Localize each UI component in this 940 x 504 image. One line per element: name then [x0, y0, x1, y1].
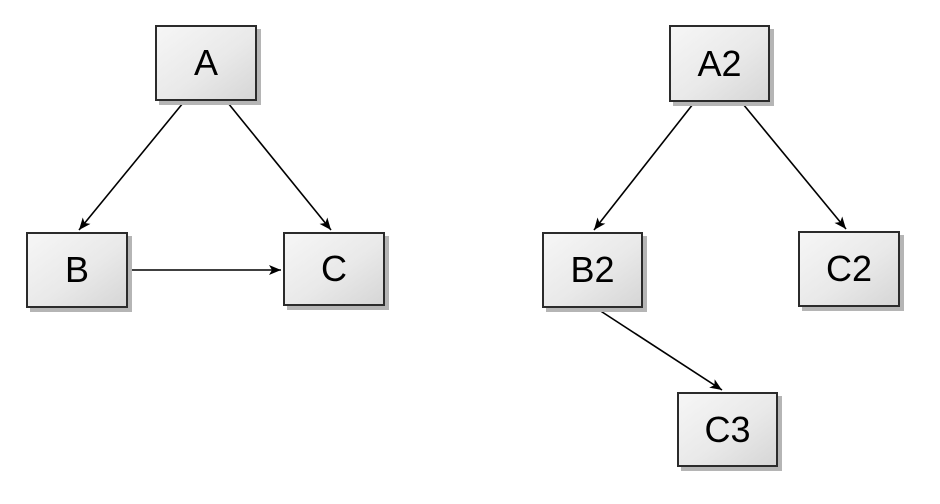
node-A2[interactable]: A2	[669, 25, 770, 102]
node-C2[interactable]: C2	[798, 231, 900, 307]
node-label: A2	[697, 42, 742, 84]
node-label: A	[193, 42, 218, 83]
edge-A2-B2	[593, 103, 694, 231]
node-label: B2	[570, 249, 615, 290]
node-C3[interactable]: C3	[677, 392, 778, 467]
node-C[interactable]: C	[283, 232, 385, 306]
edge-A-B	[78, 102, 184, 231]
edge-B2-C3	[595, 307, 723, 391]
node-label: C3	[704, 408, 751, 450]
node-label: B	[64, 249, 89, 290]
edge-A2-C2	[742, 103, 847, 230]
node-B[interactable]: B	[26, 232, 128, 308]
node-A[interactable]: A	[155, 25, 257, 101]
node-label: C	[321, 248, 347, 289]
node-B2[interactable]: B2	[542, 232, 643, 308]
edge-A-C	[227, 102, 332, 231]
node-label: C2	[825, 248, 873, 289]
